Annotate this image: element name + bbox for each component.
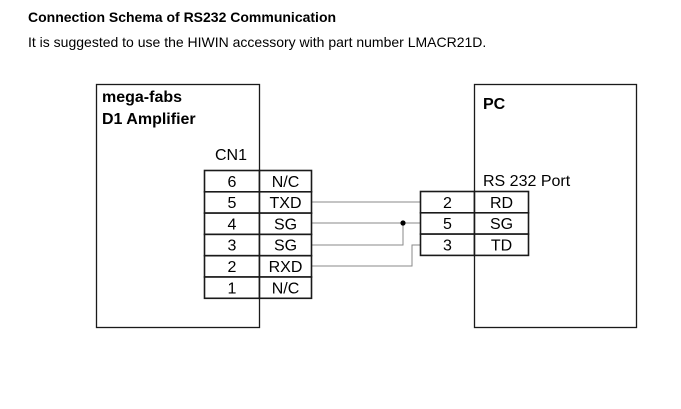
- cn1-pin-number: 3: [228, 238, 237, 255]
- cn1-row: 1 N/C: [203, 276, 313, 300]
- cn1-pin-signal: SG: [274, 238, 297, 255]
- cn1-pin-signal: SG: [274, 216, 297, 233]
- diagram-heading: Connection Schema of RS232 Communication: [28, 9, 337, 25]
- amplifier-title-line2: D1 Amplifier: [102, 111, 196, 128]
- pc-title: PC: [483, 96, 506, 113]
- cn1-pin-number: 1: [228, 280, 237, 297]
- cn1-pin-number: 5: [228, 195, 237, 212]
- diagram-subtitle: It is suggested to use the HIWIN accesso…: [28, 34, 487, 50]
- cn1-signal-cell: [258, 276, 313, 300]
- cn1-row: 3 SG: [203, 233, 313, 257]
- amplifier-title-line1: mega-fabs: [102, 89, 182, 106]
- rs232-signal-cell: [473, 233, 530, 257]
- cn1-pin-signal: TXD: [270, 195, 302, 212]
- rs232-pin-number: 3: [443, 237, 452, 254]
- rs232-pin-table: 2 RD 5 SG 3 TD: [419, 190, 530, 257]
- cn1-pin-signal: RXD: [269, 259, 303, 276]
- cn1-row: 6 N/C: [203, 169, 313, 193]
- rs232-row: 3 TD: [419, 233, 530, 257]
- junction-dot: [400, 220, 406, 226]
- rs232-pin-number: 5: [443, 216, 452, 233]
- connector-label-cn1: CN1: [215, 147, 247, 164]
- wire-rxd-to-td: [311, 244, 420, 267]
- cn1-pin-number: 4: [228, 216, 237, 233]
- cn1-pin-signal: N/C: [272, 174, 300, 191]
- rs232-pin-number: 2: [443, 195, 452, 212]
- cn1-row: 2 RXD: [203, 254, 313, 278]
- cn1-pin-number: 6: [228, 174, 237, 191]
- cn1-pin-number: 2: [228, 259, 237, 276]
- cn1-pin-signal: N/C: [272, 280, 300, 297]
- wire-sg3-to-junction: [311, 223, 404, 246]
- rs232-port-label: RS 232 Port: [483, 173, 571, 190]
- rs232-pin-signal: TD: [491, 237, 512, 254]
- rs232-pin-signal: SG: [490, 216, 513, 233]
- rs232-row: 5 SG: [419, 212, 530, 235]
- rs232-pin-signal: RD: [490, 195, 513, 212]
- rs232-row: 2 RD: [419, 190, 530, 214]
- cn1-row: 5 TXD: [203, 191, 313, 214]
- cn1-row: 4 SG: [203, 212, 313, 236]
- wires: [311, 201, 420, 267]
